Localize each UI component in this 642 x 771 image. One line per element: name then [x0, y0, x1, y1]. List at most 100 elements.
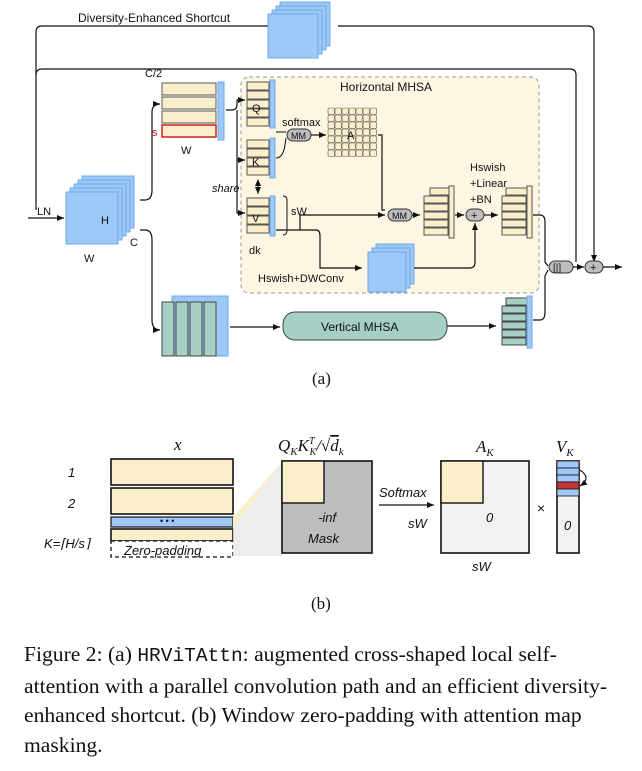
- row-2-label: 2: [67, 496, 76, 511]
- dwconv-feature-stack: [367, 243, 415, 293]
- attention-cell: [327, 142, 335, 150]
- attention-cell: [327, 107, 335, 115]
- mask-label: Mask: [308, 531, 341, 546]
- v-label: V: [252, 213, 260, 225]
- attention-cell: [348, 135, 356, 143]
- label-b: (b): [311, 594, 331, 613]
- attention-cell: [334, 107, 342, 115]
- ak-zero-label: 0: [486, 510, 494, 525]
- attention-cell: [334, 149, 342, 157]
- s-label: s: [152, 127, 158, 139]
- vertical-output-stack: [501, 295, 533, 349]
- horizontal-mhsa-title: Horizontal MHSA: [340, 80, 432, 94]
- zero-padding-label: Zero-padding: [123, 543, 202, 558]
- attention-cell: [348, 121, 356, 129]
- mm1-label: MM: [291, 131, 306, 141]
- attention-cell: [355, 142, 363, 150]
- caption-code: HRViTAttn: [137, 645, 243, 667]
- attention-cell: [341, 142, 349, 150]
- hswish-label-1: Hswish: [470, 162, 505, 174]
- k-stack: [246, 137, 276, 179]
- attention-cell: [362, 135, 370, 143]
- v-stack: [246, 195, 276, 237]
- times-label: ×: [537, 500, 545, 516]
- attention-cell: [327, 114, 335, 122]
- attention-cell: [334, 142, 342, 150]
- h-label: H: [101, 215, 109, 227]
- hswish-label-3: +BN: [470, 194, 492, 206]
- attention-cell: [369, 135, 377, 143]
- vk-title: VK: [556, 437, 574, 459]
- attention-cell: [355, 135, 363, 143]
- concat-label: [|]: [553, 263, 561, 274]
- ak-title: AK: [475, 437, 494, 459]
- plus-label-horizontal: +: [471, 210, 477, 222]
- caption-rest: : augmented cross-shaped local self-atte…: [24, 642, 608, 757]
- k-label: K: [252, 157, 260, 169]
- w-input-label: W: [84, 253, 95, 265]
- hswish-label-2: +Linear: [470, 178, 507, 190]
- w-top-label: W: [181, 145, 192, 157]
- mm2-label: MM: [392, 211, 407, 221]
- residual-path: [35, 68, 577, 262]
- vertical-split-stack: [161, 295, 229, 357]
- attention-cell: [348, 107, 356, 115]
- q-label: Q: [252, 103, 261, 115]
- qk-valid-block: [281, 460, 325, 504]
- attention-cell: [341, 149, 349, 157]
- attention-cell: [369, 107, 377, 115]
- attention-cell: [341, 121, 349, 129]
- attention-cell: [327, 135, 335, 143]
- q-stack: [246, 79, 276, 129]
- sw-left-label: sW: [408, 516, 429, 531]
- label-a: (a): [312, 369, 331, 388]
- sw-label: sW: [291, 206, 308, 218]
- attention-cell: [334, 121, 342, 129]
- ak-valid-block: [440, 460, 484, 504]
- attention-cell: [355, 107, 363, 115]
- softmax-b-label: Softmax: [379, 485, 427, 500]
- horizontal-output-stack: [501, 185, 533, 239]
- sw-bottom-label: sW: [472, 559, 493, 574]
- attention-cell: [341, 128, 349, 136]
- attention-grid: [327, 107, 377, 157]
- c-half-label: C/2: [145, 68, 162, 80]
- attention-cell: [362, 121, 370, 129]
- horizontal-split-stack: [161, 81, 225, 141]
- attention-cell: [334, 128, 342, 136]
- attention-cell: [362, 142, 370, 150]
- final-add-label: +: [590, 262, 596, 274]
- vk-column: [556, 460, 588, 554]
- attention-cell: [355, 121, 363, 129]
- attention-cell: [362, 107, 370, 115]
- mm-output-stack: [423, 185, 455, 239]
- attention-cell: [362, 149, 370, 157]
- attention-cell: [369, 128, 377, 136]
- attention-cell: [327, 121, 335, 129]
- attention-cell: [327, 149, 335, 157]
- attention-cell: [334, 114, 342, 122]
- attention-cell: [334, 135, 342, 143]
- x-label: x: [173, 435, 182, 454]
- share-label: share: [212, 183, 240, 195]
- attention-cell: [362, 128, 370, 136]
- shortcut-feature-stack: [267, 1, 331, 59]
- input-feature-stack: [65, 175, 135, 245]
- dk-label: dk: [249, 245, 261, 257]
- attention-cell: [369, 121, 377, 129]
- attention-cell: [355, 128, 363, 136]
- softmax-label: softmax: [282, 117, 321, 129]
- attention-cell: [348, 114, 356, 122]
- attention-cell: [348, 142, 356, 150]
- attention-cell: [348, 149, 356, 157]
- shortcut-path-right: [338, 25, 597, 262]
- attention-cell: [355, 149, 363, 157]
- figure-caption: Figure 2: (a) HRViTAttn: augmented cross…: [24, 640, 620, 760]
- vk-zero-label: 0: [564, 518, 572, 533]
- attention-cell: [369, 142, 377, 150]
- attention-cell: [362, 114, 370, 122]
- vertical-mhsa-title: Vertical MHSA: [321, 320, 398, 334]
- row-1-label: 1: [68, 465, 75, 480]
- attention-cell: [341, 107, 349, 115]
